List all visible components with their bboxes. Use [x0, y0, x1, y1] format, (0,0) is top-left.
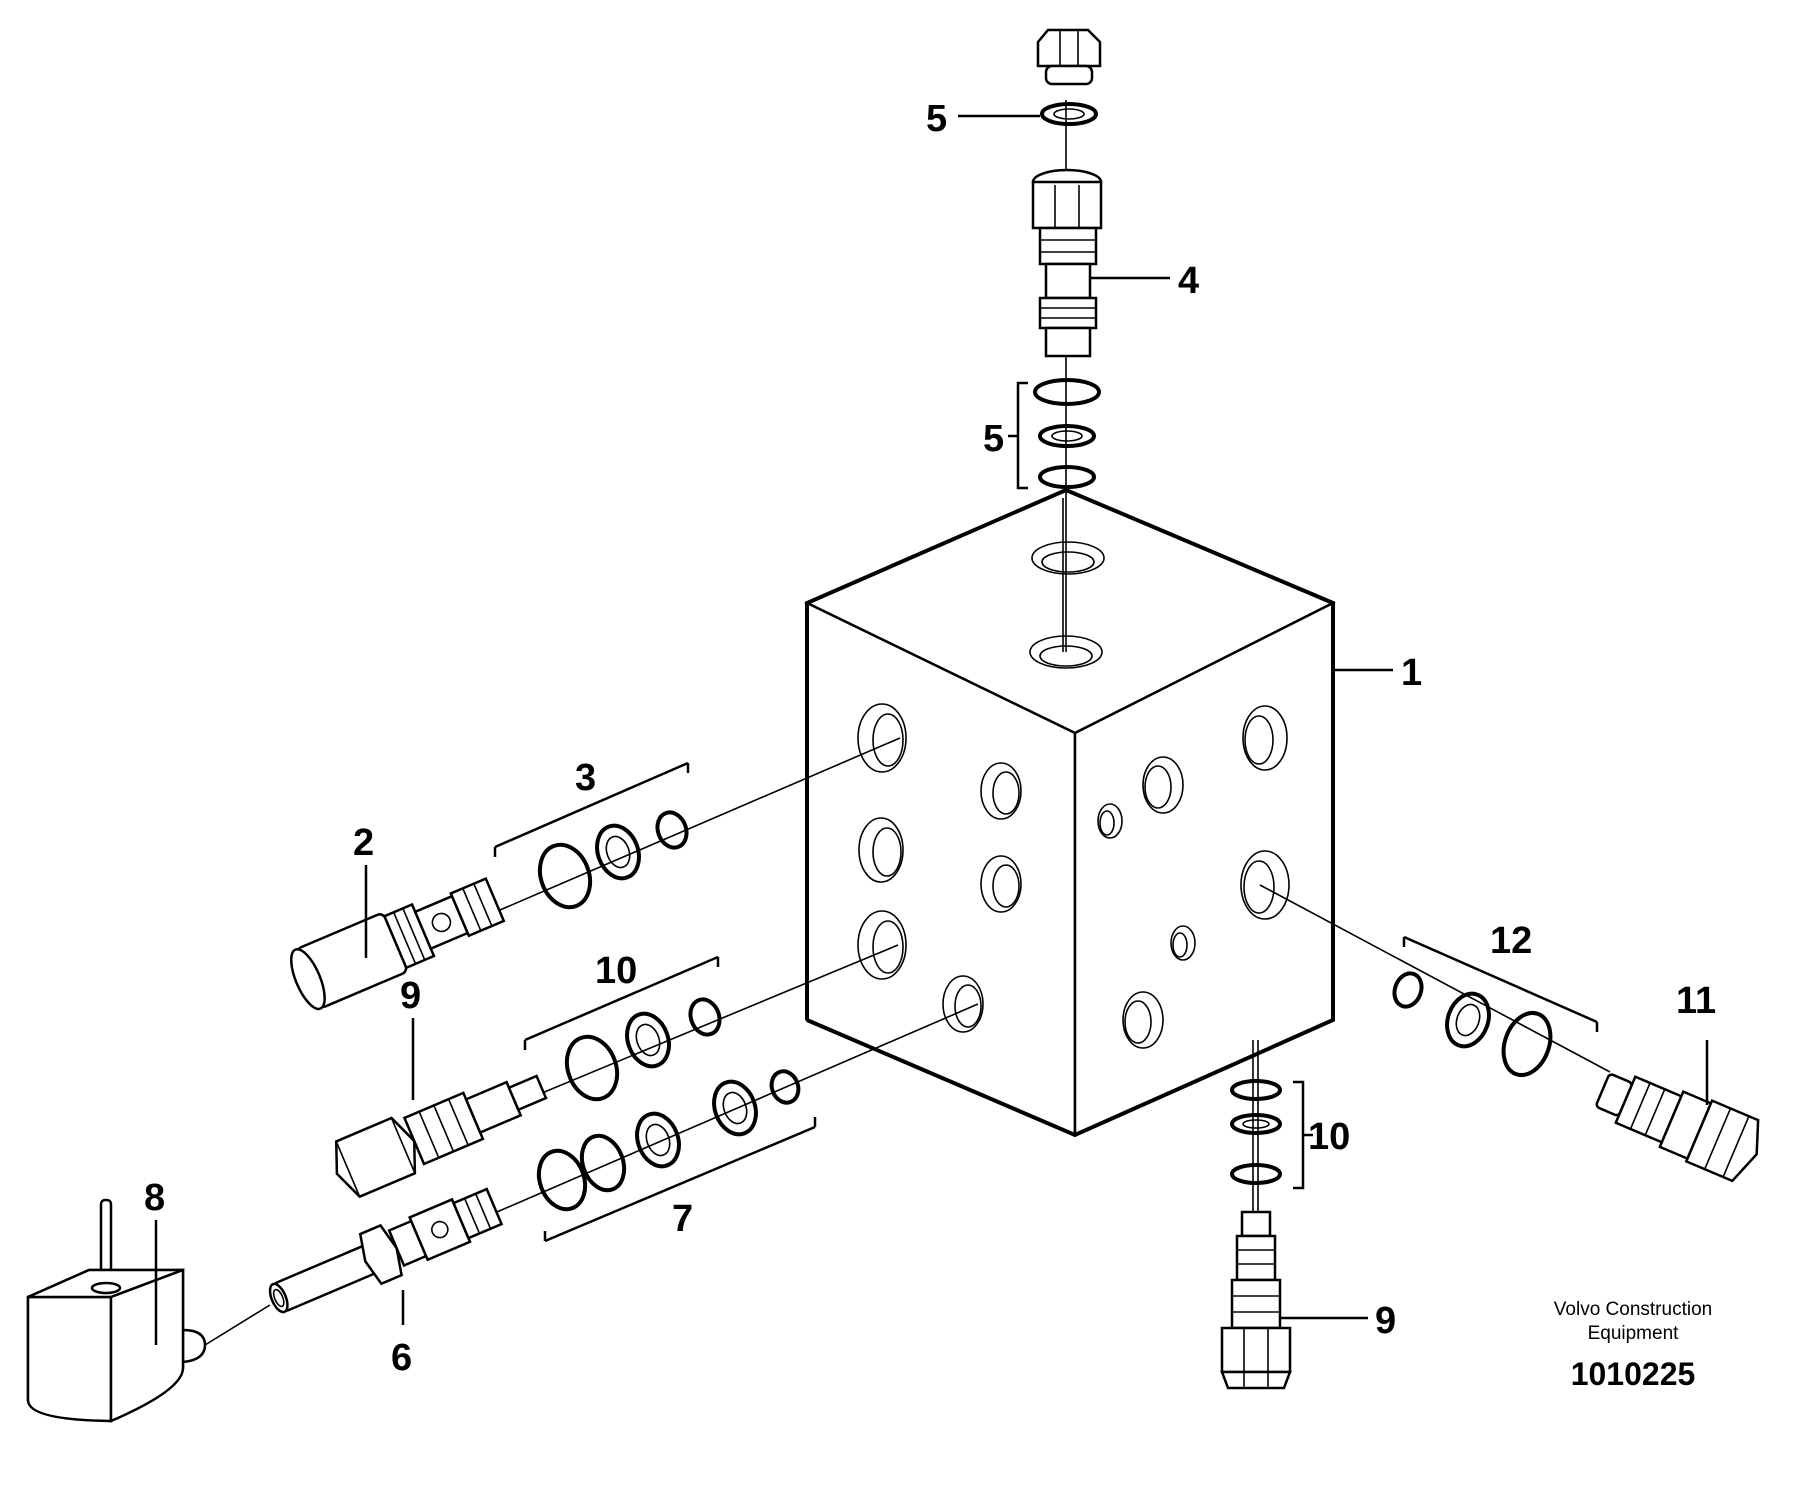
drawing-number: 1010225: [1571, 1356, 1696, 1392]
label-4: 4: [1178, 260, 1199, 302]
valve-block-part-1: [804, 487, 1336, 1138]
seal-kit-part-7: [536, 1069, 817, 1243]
seal-kit-part-5: [1008, 378, 1101, 490]
seal-kit-part-10-bottom: [1230, 1079, 1313, 1190]
label-9-left: 9: [400, 975, 421, 1017]
valve-part-6: [268, 1187, 504, 1314]
cartridge-part-2: [290, 876, 506, 1011]
label-3: 3: [575, 757, 596, 799]
label-5-stack: 5: [983, 418, 1004, 460]
caption-line-1: Volvo Construction: [1554, 1299, 1712, 1320]
top-plug-part: [1036, 28, 1102, 86]
label-5-top: 5: [926, 98, 947, 140]
seal-kit-part-10-left: [523, 955, 722, 1102]
label-6: 6: [391, 1337, 412, 1379]
label-2: 2: [353, 822, 374, 864]
valve-part-4: [1031, 168, 1103, 358]
label-11: 11: [1676, 980, 1716, 1022]
plug-part-11: [1595, 1073, 1760, 1183]
seal-kit-part-12: [1392, 935, 1599, 1077]
caption-line-2: Equipment: [1588, 1323, 1680, 1344]
washer-part-5-top: [1040, 102, 1098, 126]
plug-part-9-left: [334, 1074, 548, 1199]
label-7: 7: [672, 1198, 693, 1240]
seal-kit-part-3: [493, 761, 690, 910]
part-labels: 5 4 5 1 3 2 10 9 12 11 10 7 8 6 9: [144, 98, 1716, 1379]
plug-part-9-bottom: [1220, 1210, 1292, 1390]
label-10-bottom: 10: [1308, 1116, 1350, 1158]
caption-block: Volvo Construction Equipment 1010225: [1554, 1299, 1712, 1392]
leader-lines: [154, 114, 1709, 1345]
label-8: 8: [144, 1177, 165, 1219]
label-12: 12: [1490, 920, 1532, 962]
solenoid-part-8: [26, 1198, 207, 1423]
label-1: 1: [1401, 652, 1422, 694]
label-10-left: 10: [595, 950, 637, 992]
label-9-bottom: 9: [1375, 1300, 1396, 1342]
